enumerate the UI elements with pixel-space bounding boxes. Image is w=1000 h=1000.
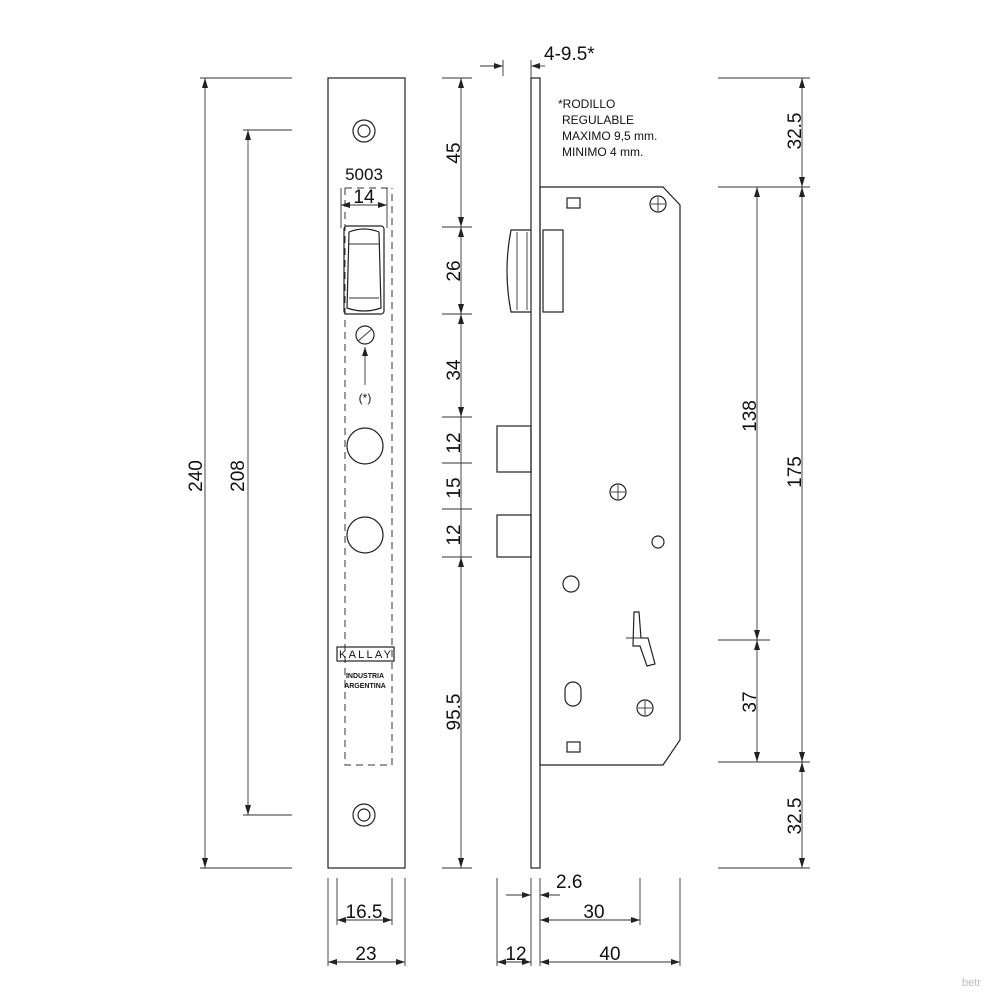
side-view — [496, 77, 681, 869]
dim-138-label: 138 — [740, 400, 761, 432]
lock-case — [539, 186, 681, 766]
watermark: betr — [962, 977, 981, 989]
kallay-logo: KALLAY — [336, 646, 395, 662]
brand-name: KALLAY — [339, 649, 392, 661]
asterisk-label: (*) — [359, 391, 372, 405]
overall-height-dimension: 240 — [186, 77, 292, 869]
note-line-2: REGULABLE — [562, 113, 634, 127]
dim-12-lower-label: 12 — [444, 524, 465, 545]
small-hole — [651, 535, 665, 549]
dim-16-5-label: 16.5 — [346, 902, 383, 923]
side-width-dimensions: 2.6 30 12 40 — [496, 872, 681, 966]
dim-12-side-label: 12 — [505, 944, 526, 965]
origin-line-2: ARGENTINA — [344, 683, 386, 690]
dim-30-label: 30 — [583, 902, 604, 923]
roller-side — [506, 229, 564, 313]
dim-32-5-bottom-label: 32.5 — [785, 798, 806, 835]
case-screw-bottom-icon — [636, 699, 654, 717]
dim-34-label: 34 — [444, 359, 465, 381]
roller-latch — [343, 225, 385, 315]
faceplate-edge — [530, 77, 541, 869]
case-screw-top-icon — [649, 195, 667, 213]
top-screw-hole — [352, 119, 376, 143]
faceplate: 5003 14 (*) KALLAY — [327, 77, 406, 869]
slot-hole — [564, 681, 582, 707]
origin-line-1: INDUSTRIA — [346, 673, 384, 680]
dim-37-label: 37 — [740, 691, 761, 712]
upper-deadbolt — [496, 425, 532, 473]
upper-bolt-hole — [346, 427, 384, 465]
adjust-screw-icon — [355, 325, 375, 385]
segment-dimensions: 45 26 34 12 15 12 95.5 — [442, 77, 472, 869]
dim-175-label: 175 — [785, 456, 806, 488]
dim-14-label: 14 — [353, 187, 375, 208]
dim-95-5-label: 95.5 — [444, 694, 465, 731]
dim-240-label: 240 — [186, 460, 207, 492]
dim-208-label: 208 — [228, 460, 249, 492]
dim-45-label: 45 — [444, 142, 465, 163]
spindle-hole — [562, 575, 580, 593]
dim-40-label: 40 — [599, 944, 620, 965]
note-line-3: MAXIMO 9,5 mm. — [562, 129, 657, 143]
dim-23-label: 23 — [355, 944, 376, 965]
roller-note: *RODILLO REGULABLE MAXIMO 9,5 mm. MINIMO… — [558, 97, 657, 159]
model-number: 5003 — [345, 165, 383, 184]
note-line-4: MINIMO 4 mm. — [562, 145, 643, 159]
case-screw-middle-icon — [609, 483, 627, 501]
lower-bolt-hole — [346, 516, 384, 554]
dim-15-label: 15 — [444, 477, 465, 498]
roller-adjust-dimension: 4-9.5* — [480, 44, 595, 78]
dim-32-5-top-label: 32.5 — [785, 113, 806, 150]
dim-4-9-5-label: 4-9.5* — [544, 44, 595, 65]
dim-12-upper-label: 12 — [444, 432, 465, 453]
dim-2-6-label: 2.6 — [556, 872, 582, 893]
faceplate-width-dimensions: 16.5 23 — [327, 878, 406, 966]
screw-spacing-dimension: 208 — [228, 129, 292, 816]
note-line-1: *RODILLO — [558, 97, 615, 111]
dim-26-label: 26 — [444, 260, 465, 281]
keyhole-icon — [626, 611, 656, 667]
bottom-screw-hole — [352, 803, 376, 827]
case-height-dimensions: 32.5 175 138 37 32.5 — [718, 77, 810, 869]
lower-deadbolt — [496, 514, 532, 558]
